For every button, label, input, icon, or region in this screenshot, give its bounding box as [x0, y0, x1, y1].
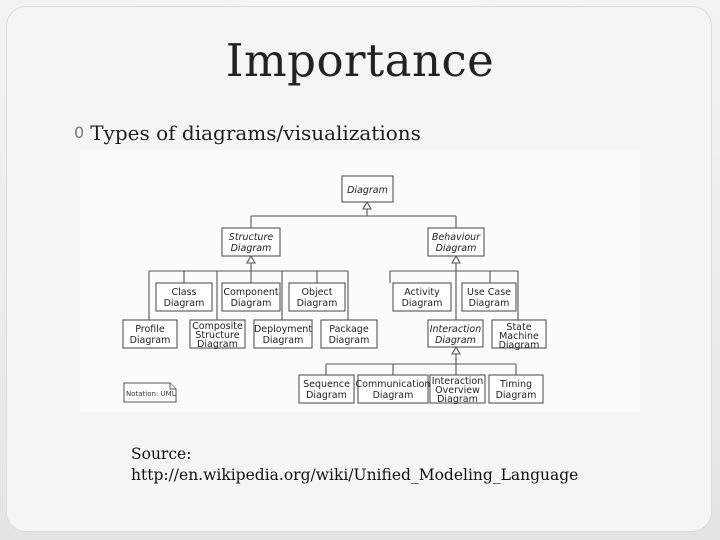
node-profile-diagram: Profile Diagram — [122, 319, 178, 349]
node-behaviour-diagram: Behaviour Diagram — [427, 227, 485, 257]
svg-text:State: State — [506, 322, 531, 333]
svg-text:Diagram: Diagram — [263, 335, 304, 346]
svg-text:Sequence: Sequence — [303, 379, 350, 390]
node-activity-diagram: Activity Diagram — [392, 282, 452, 312]
svg-text:Diagram: Diagram — [197, 339, 238, 350]
node-state-machine-diagram: State Machine Diagram — [491, 319, 547, 351]
svg-text:Notation: UML: Notation: UML — [126, 390, 176, 398]
svg-text:Diagram: Diagram — [347, 185, 388, 196]
source-label: Source: — [131, 445, 192, 463]
svg-text:Structure: Structure — [195, 330, 239, 341]
svg-text:Diagram: Diagram — [499, 340, 540, 351]
svg-text:Timing: Timing — [499, 379, 532, 390]
inheritance-arrowheads — [246, 200, 461, 355]
svg-text:Use Case: Use Case — [467, 287, 511, 298]
bullet-item: 0 Types of diagrams/visualizations — [74, 121, 421, 145]
svg-text:Profile: Profile — [135, 324, 165, 335]
svg-text:Diagram: Diagram — [231, 298, 272, 309]
slide-title: Importance — [225, 34, 495, 87]
svg-text:Package: Package — [329, 324, 369, 335]
svg-text:Diagram: Diagram — [437, 394, 478, 405]
svg-text:Diagram: Diagram — [496, 390, 537, 401]
svg-text:Class: Class — [172, 287, 197, 298]
node-class-diagram: Class Diagram — [155, 282, 213, 312]
svg-text:Interaction: Interaction — [430, 324, 482, 335]
node-diagram: Diagram — [341, 175, 394, 203]
svg-text:Communication: Communication — [356, 379, 431, 390]
svg-text:Object: Object — [302, 287, 333, 298]
svg-text:Interaction: Interaction — [432, 376, 484, 387]
node-structure-diagram: Structure Diagram — [221, 227, 281, 257]
svg-text:Diagram: Diagram — [231, 243, 272, 254]
svg-text:Structure: Structure — [229, 232, 274, 243]
svg-text:Diagram: Diagram — [436, 243, 477, 254]
node-deployment-diagram: Deployment Diagram — [253, 319, 313, 349]
node-timing-diagram: Timing Diagram — [488, 374, 544, 404]
node-composite-structure-diagram: Composite Structure Diagram — [189, 319, 246, 350]
svg-text:Component: Component — [223, 287, 278, 298]
svg-text:Diagram: Diagram — [329, 335, 370, 346]
svg-text:Diagram: Diagram — [164, 298, 205, 309]
source-citation: Source: http://en.wikipedia.org/wiki/Uni… — [131, 444, 578, 486]
bullet-marker: 0 — [74, 123, 85, 142]
svg-text:Diagram: Diagram — [297, 298, 338, 309]
svg-text:Diagram: Diagram — [130, 335, 171, 346]
node-package-diagram: Package Diagram — [320, 319, 378, 349]
node-object-diagram: Object Diagram — [288, 282, 346, 312]
node-use-case-diagram: Use Case Diagram — [461, 282, 517, 312]
svg-text:Behaviour: Behaviour — [432, 232, 481, 243]
svg-text:Composite: Composite — [192, 321, 243, 332]
node-interaction-diagram: Interaction Diagram — [427, 319, 484, 348]
node-component-diagram: Component Diagram — [221, 282, 281, 312]
svg-text:Diagram: Diagram — [469, 298, 510, 309]
svg-text:Diagram: Diagram — [402, 298, 443, 309]
svg-text:Deployment: Deployment — [254, 324, 312, 335]
connector-lines — [148, 209, 519, 375]
node-sequence-diagram: Sequence Diagram — [298, 374, 355, 404]
svg-text:Diagram: Diagram — [373, 390, 414, 401]
notation-note: Notation: UML — [123, 382, 177, 403]
node-interaction-overview-diagram: Interaction Overview Diagram — [429, 374, 486, 405]
source-url[interactable]: http://en.wikipedia.org/wiki/Unified_Mod… — [131, 466, 579, 484]
svg-text:Overview: Overview — [435, 385, 480, 396]
svg-text:Diagram: Diagram — [435, 335, 476, 346]
node-communication-diagram: Communication Diagram — [356, 374, 431, 404]
svg-text:Machine: Machine — [499, 331, 539, 342]
svg-text:Diagram: Diagram — [306, 390, 347, 401]
bullet-text: Types of diagrams/visualizations — [90, 121, 421, 145]
svg-text:Activity: Activity — [404, 287, 440, 298]
